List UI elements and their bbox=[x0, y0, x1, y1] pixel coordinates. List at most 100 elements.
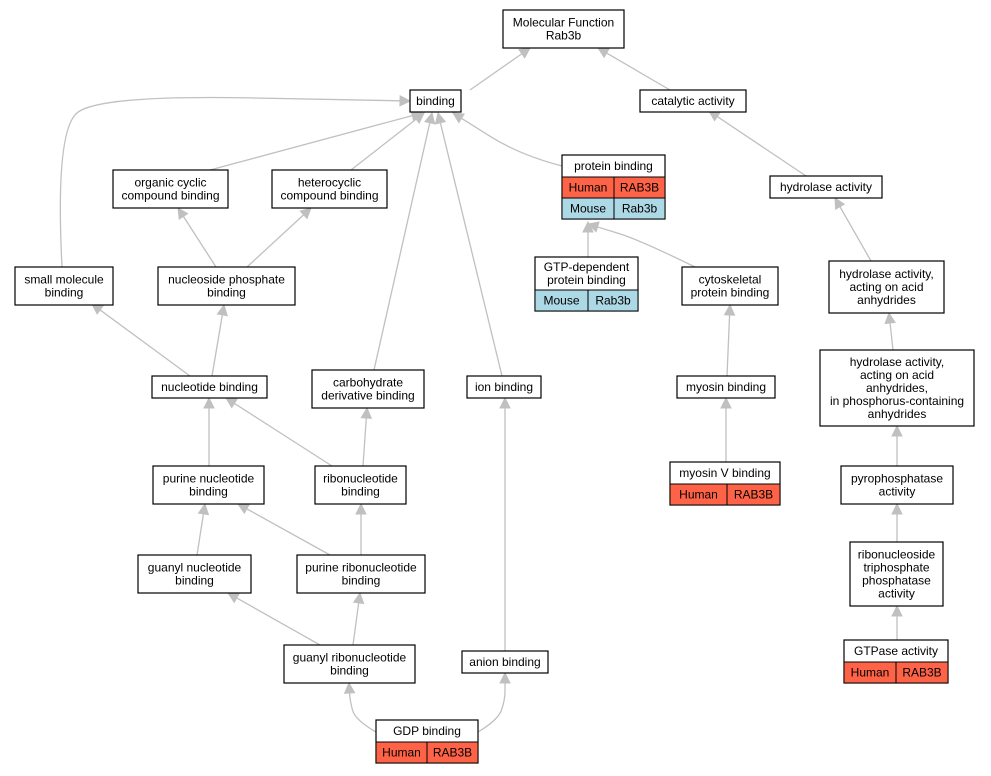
term-node-ion[interactable]: ion binding bbox=[466, 375, 542, 399]
node-label-line: GDP binding bbox=[393, 724, 461, 738]
edge-guanyl-to-purine bbox=[196, 502, 210, 556]
term-node-rntp[interactable]: ribonucleosidetriphosphatephosphataseact… bbox=[849, 541, 944, 607]
edge-protein-to-binding bbox=[452, 112, 563, 167]
arrowhead bbox=[197, 502, 210, 516]
node-border bbox=[157, 266, 296, 306]
arrowhead bbox=[499, 671, 511, 684]
arrowhead bbox=[884, 311, 896, 325]
node-border bbox=[296, 554, 426, 594]
arrowhead bbox=[360, 406, 373, 419]
edge-guanylribo-to-purribo bbox=[352, 591, 365, 646]
arrowhead bbox=[499, 396, 511, 409]
edge-line bbox=[236, 597, 321, 646]
gene-cell bbox=[613, 197, 666, 220]
arrowhead bbox=[399, 94, 412, 107]
edge-gdp-to-guanylribo bbox=[343, 681, 377, 733]
edge-nucphos-to-organic bbox=[177, 207, 217, 268]
edge-myosinv-to-myosin bbox=[720, 396, 732, 462]
arrowhead bbox=[216, 303, 228, 317]
species-label: Mouse bbox=[543, 294, 579, 308]
node-label-line: ribonucleoside bbox=[858, 548, 936, 562]
term-node-myosin[interactable]: myosin binding bbox=[676, 375, 776, 399]
arrowhead bbox=[203, 396, 215, 409]
edge-line bbox=[234, 402, 333, 467]
edge-line bbox=[209, 114, 413, 171]
gene-cell bbox=[726, 483, 781, 506]
term-node-anion[interactable]: anion binding bbox=[461, 650, 549, 674]
arrowhead bbox=[225, 397, 238, 409]
species-label: Mouse bbox=[570, 202, 606, 216]
node-label-line: pyrophosphatase bbox=[851, 472, 943, 486]
arrowhead bbox=[891, 424, 903, 437]
gene-label: RAB3B bbox=[433, 746, 472, 760]
edge-line bbox=[348, 692, 377, 733]
edge-line bbox=[211, 314, 223, 377]
edge-line bbox=[246, 508, 331, 556]
node-border bbox=[137, 554, 252, 594]
node-label-line: activity bbox=[879, 485, 916, 499]
node-label-line: hydrolase activity, bbox=[839, 267, 933, 281]
node-label-line: hydrolase activity, bbox=[850, 355, 944, 369]
term-node-nucleotide[interactable]: nucleotide binding bbox=[151, 375, 268, 399]
node-border bbox=[840, 465, 954, 505]
node-label-line: guanyl ribonucleotide bbox=[293, 651, 407, 665]
species-label: Human bbox=[382, 746, 421, 760]
node-border bbox=[112, 169, 229, 209]
edge-line bbox=[350, 118, 417, 171]
node-label-line: guanyl nucleotide bbox=[148, 561, 242, 575]
term-node-catalytic[interactable]: catalytic activity bbox=[639, 89, 747, 113]
edge-nucleotide-to-small bbox=[91, 303, 191, 377]
node-label-line: binding bbox=[341, 485, 380, 499]
edge-pyro-to-hydphos bbox=[891, 424, 903, 466]
gene-label: Rab3b bbox=[622, 202, 658, 216]
arrowhead bbox=[299, 207, 312, 220]
term-node-hydacid[interactable]: hydrolase activity,acting on acidanhydri… bbox=[828, 260, 945, 314]
term-node-hydphos[interactable]: hydrolase activity,acting on acidanhydri… bbox=[819, 349, 975, 427]
node-border bbox=[271, 169, 388, 209]
term-node-binding[interactable]: binding bbox=[409, 89, 462, 113]
arrowhead bbox=[891, 502, 903, 515]
node-label-line: acting on acid bbox=[849, 280, 923, 294]
node-border bbox=[681, 266, 779, 306]
edge-line bbox=[726, 314, 731, 377]
arrowhead bbox=[891, 604, 903, 617]
node-label-line: compound binding bbox=[280, 189, 378, 203]
node-label-line: binding bbox=[189, 485, 228, 499]
edge-line bbox=[716, 116, 807, 177]
edge-line bbox=[182, 216, 217, 268]
node-label-line: anhydrides bbox=[857, 293, 916, 307]
node-label-line: Molecular Function bbox=[513, 16, 614, 30]
edge-guanylribo-to-guanyl bbox=[227, 592, 321, 646]
arrowhead bbox=[412, 112, 425, 125]
arrowhead bbox=[834, 197, 846, 210]
node-label-line: GTP-dependent bbox=[544, 260, 630, 274]
edge-hydphos-to-hydacid bbox=[884, 311, 896, 351]
edge-line bbox=[246, 214, 305, 268]
node-label-line: binding bbox=[330, 664, 369, 678]
gene-label: RAB3B bbox=[620, 181, 659, 195]
arrowhead bbox=[586, 221, 600, 233]
node-border bbox=[314, 465, 407, 505]
edge-line bbox=[362, 417, 367, 467]
arrowhead bbox=[452, 112, 465, 124]
term-node-hydrolase[interactable]: hydrolase activity bbox=[769, 175, 883, 199]
